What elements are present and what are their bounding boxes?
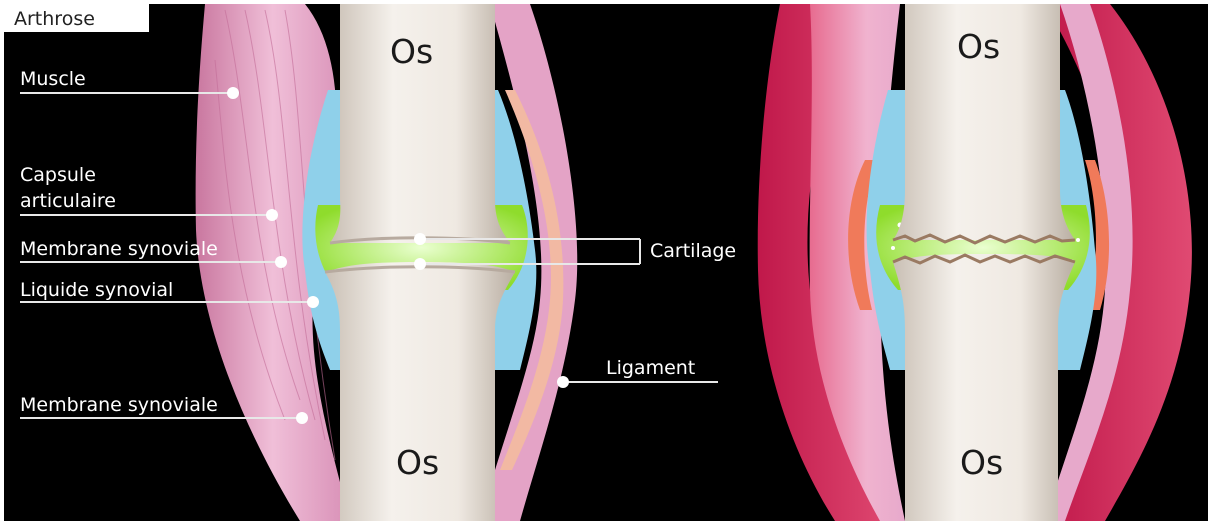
label-muscle: Muscle	[20, 68, 86, 90]
bone-label-right-top: Os	[957, 27, 1000, 66]
label-membrane-bottom: Membrane synoviale	[20, 394, 218, 416]
label-liquide: Liquide synovial	[20, 279, 173, 301]
label-cartilage: Cartilage	[650, 240, 736, 262]
label-membrane-top: Membrane synoviale	[20, 238, 218, 260]
label-ligament: Ligament	[606, 357, 695, 379]
bone-label-left-bottom: Os	[396, 443, 439, 482]
bone-label-left-top: Os	[390, 32, 433, 71]
label-capsule-line2: articulaire	[20, 190, 116, 212]
left-bottom-bone	[325, 262, 515, 521]
title-arthrose: Arthrose	[14, 8, 95, 30]
label-capsule-line1: Capsule	[20, 164, 96, 186]
bone-label-right-bottom: Os	[960, 443, 1003, 482]
